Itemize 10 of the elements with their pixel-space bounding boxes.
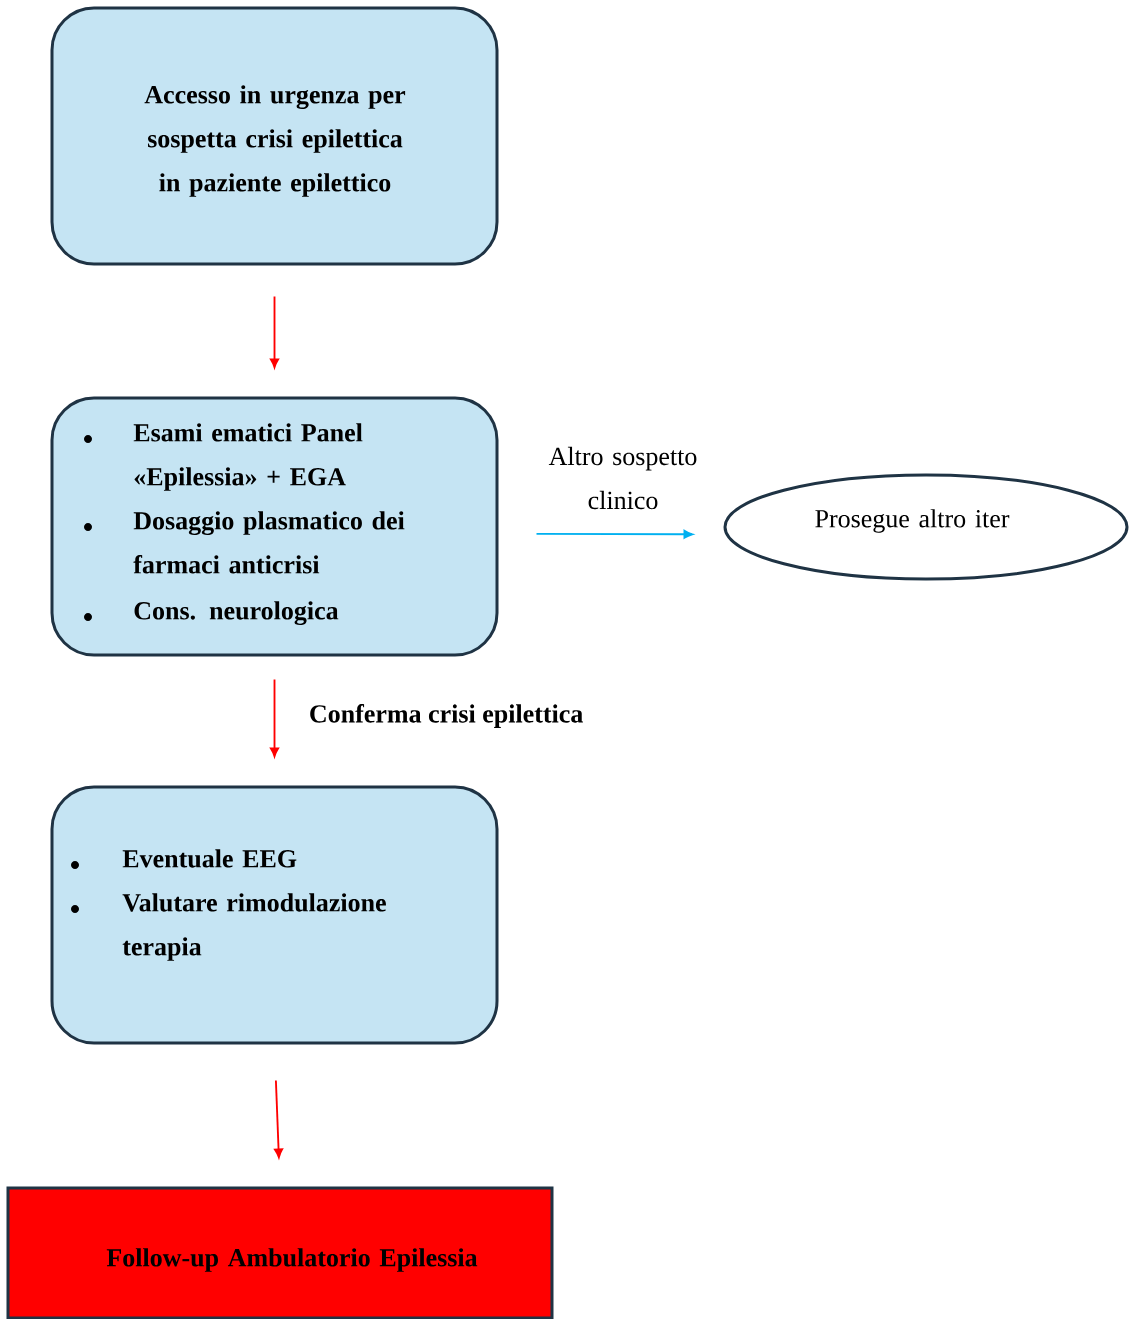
process-box: Accesso in urgenza per sospetta crisi epilettica in paziente epilettico <box>50 6 499 266</box>
arrow <box>274 1079 284 1159</box>
process-box: Esami ematici Panel «Epilessia» + EGA Dosaggio plasmatico dei farmaci anticrisi Cons. neurologica <box>50 396 499 657</box>
edge-label: Conferma crisi epilettica <box>310 704 583 728</box>
arrow <box>535 529 694 539</box>
edge-label: Altro sospetto clinico <box>548 446 697 510</box>
process-box: Eventuale EEG Valutare rimodulazione terapia <box>50 785 499 1045</box>
arrow <box>270 678 279 758</box>
process-box: Follow-up Ambulatorio Epilessia <box>6 1186 554 1319</box>
arrow <box>270 295 279 369</box>
